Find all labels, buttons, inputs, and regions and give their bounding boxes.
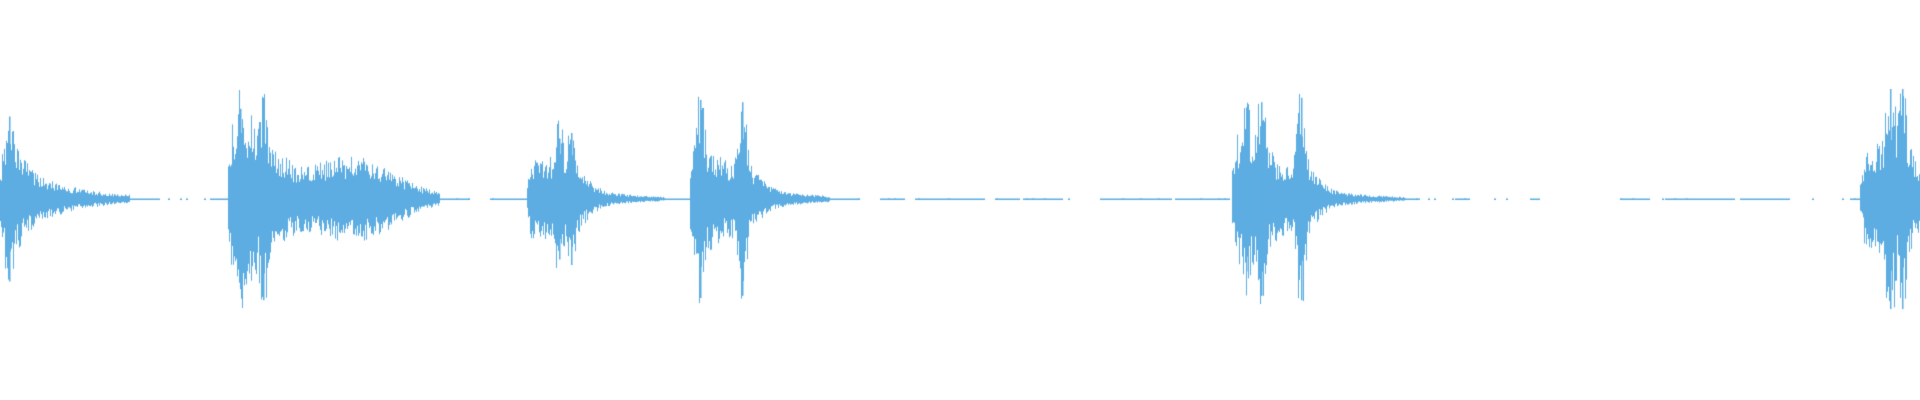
audio-waveform[interactable]: Audio waveform with six transient bursts… bbox=[0, 0, 1920, 400]
waveform-canvas[interactable] bbox=[0, 0, 1920, 400]
